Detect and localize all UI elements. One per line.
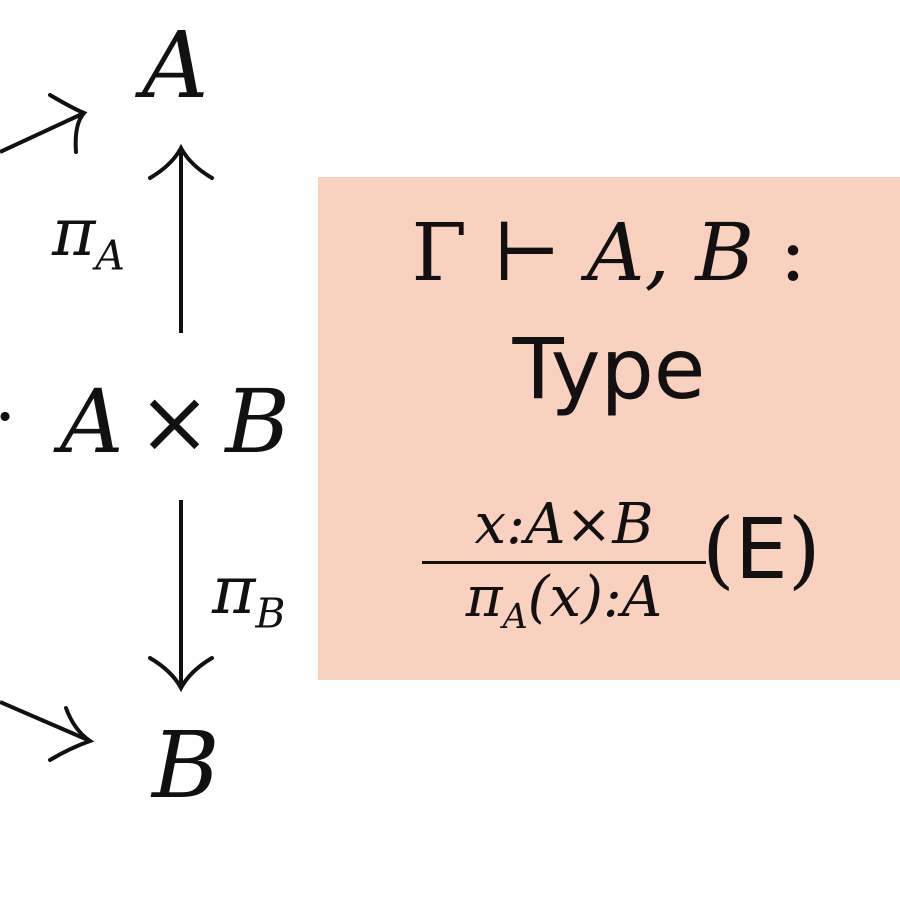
node-product: A×B [60, 378, 290, 466]
paren-close: ) [787, 500, 821, 598]
arrow-to-a [0, 93, 88, 154]
rule-denominator: πA(x):A [426, 564, 702, 635]
node-a: A [142, 12, 209, 119]
denominator-rest: (x):A [527, 565, 663, 630]
judgement-colon: : [779, 206, 807, 299]
pi-symbol: π [212, 552, 256, 629]
product-right: B [225, 370, 290, 473]
times-symbol: × [137, 370, 212, 473]
rule-name: (E) [702, 507, 821, 591]
paren-open: ( [702, 500, 735, 598]
context-gamma: Γ [411, 206, 468, 299]
pi-subscript: A [95, 231, 125, 280]
type-word: Type [512, 320, 706, 418]
elimination-rule: x:A×B πA(x):A (E) [418, 497, 838, 647]
pi-symbol: π [52, 194, 96, 271]
typing-judgement: Γ ⊢ A, B : [318, 213, 900, 293]
product-left: A [60, 370, 124, 473]
turnstile-symbol: ⊢ [492, 206, 562, 299]
label-pi-b: πB [212, 558, 285, 634]
typing-rule-panel: Γ ⊢ A, B : Type x:A×B πA(x):A (E) [318, 177, 900, 680]
node-b: B [152, 712, 220, 819]
judgement-terms: A, B [586, 206, 755, 299]
arrow-to-b [0, 700, 95, 762]
rule-numerator: x:A×B [474, 492, 654, 557]
rule-bar [422, 561, 706, 564]
pi-subscript: B [255, 589, 286, 638]
arrow-proj-b [148, 500, 214, 693]
edge-dot: · [0, 382, 16, 452]
pi-symbol: π [465, 565, 503, 630]
label-pi-a: πA [52, 200, 125, 276]
rule-fraction: x:A×B πA(x):A [422, 492, 706, 635]
rule-letter: E [734, 500, 788, 598]
pi-subscript: A [502, 597, 528, 638]
arrow-proj-a [148, 143, 214, 333]
